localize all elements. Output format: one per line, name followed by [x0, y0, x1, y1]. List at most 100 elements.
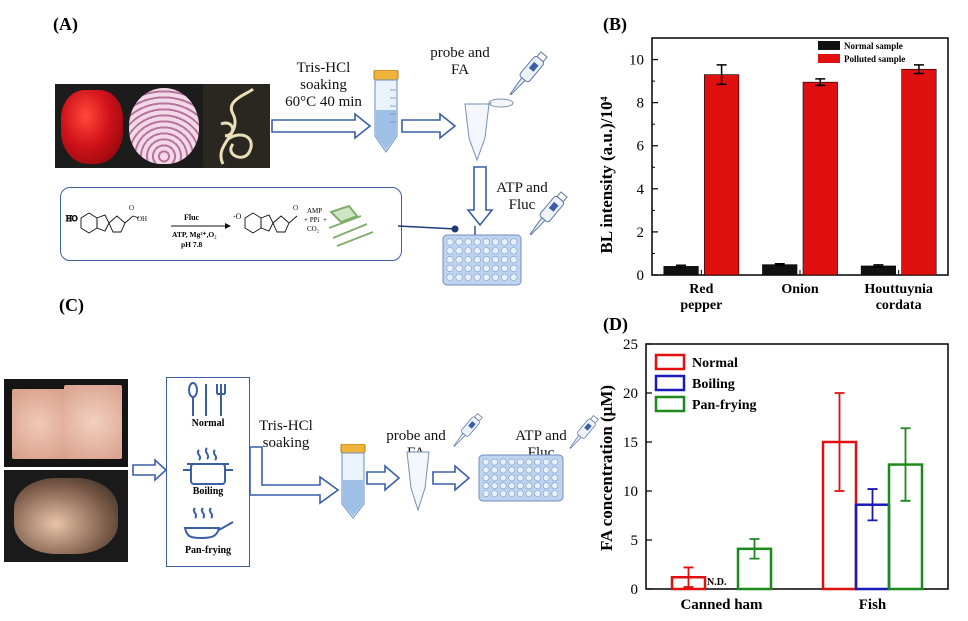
chart-b-x-tick-label: Houttuynia [864, 282, 932, 297]
well-plate-icon-c [478, 454, 564, 502]
well [455, 273, 463, 281]
well [499, 466, 507, 474]
well [473, 273, 481, 281]
well [542, 474, 550, 482]
method-pan-frying: Pan-frying [184, 545, 232, 556]
chart-b-bar [704, 74, 740, 276]
well [510, 273, 518, 281]
chart-b-legend-swatch [818, 41, 840, 50]
chart-b-error-bar [873, 264, 884, 268]
chart-d-y-tick-label: 0 [631, 582, 639, 598]
well [508, 482, 516, 490]
chart-d-annotation: N.D. [707, 577, 727, 588]
pipette-icon-a1 [509, 51, 548, 96]
svg-text:O: O [129, 204, 134, 212]
chart-b-bl-intensity: BL intensity (a.u.)/10⁴ 0246810Redpepper… [598, 37, 949, 313]
well [446, 238, 454, 246]
chart-b-error-bar [815, 78, 826, 87]
well [508, 490, 516, 497]
well [508, 466, 516, 474]
chart-b-bar [802, 81, 838, 276]
svg-text:O: O [293, 204, 298, 212]
well [464, 264, 472, 273]
well [455, 247, 463, 255]
cooking-methods-box: Normal Boiling Pan-frying [166, 377, 250, 567]
chart-d-frame [645, 343, 949, 590]
chart-d-y-tick-label: 25 [623, 337, 638, 353]
light-emission-icon [328, 204, 374, 247]
chart-d-y-tick-label: 10 [623, 484, 638, 500]
well [508, 474, 516, 482]
panel-label-d: (D) [603, 314, 628, 334]
onion-photo [129, 88, 199, 164]
well [473, 238, 481, 246]
canned-ham-photo [4, 379, 128, 467]
well [534, 482, 541, 490]
well [551, 490, 559, 497]
well [464, 238, 472, 246]
well [482, 264, 491, 273]
flow-arrows-c [132, 446, 471, 505]
pipette-icon-a2 [529, 191, 568, 236]
chart-b-x-tick-label: pepper [680, 298, 722, 313]
well [551, 482, 559, 490]
well [473, 247, 481, 255]
well [446, 247, 454, 255]
pipette-icon-c2 [569, 414, 599, 449]
well [500, 238, 509, 246]
well [499, 482, 507, 490]
well [482, 474, 490, 482]
well [473, 264, 481, 273]
chart-d-y-tick-label: 5 [631, 533, 639, 549]
well [482, 247, 491, 255]
well [491, 474, 498, 482]
flow-arrows-a [271, 112, 494, 240]
well [551, 474, 559, 482]
well [534, 490, 541, 497]
well [500, 273, 509, 281]
well [499, 490, 507, 497]
chart-b-x-tick-label: cordata [876, 298, 922, 313]
well [508, 458, 516, 466]
oxyluciferin-structure: -O O [233, 204, 298, 234]
well [482, 466, 490, 474]
chart-b-error-bar [716, 64, 727, 86]
panel-label-c: (C) [59, 295, 84, 315]
chart-b-y-tick-label: 2 [637, 225, 645, 241]
chart-d-legend-swatch [654, 395, 686, 413]
product-ppi: + PPi [304, 216, 319, 224]
utensils-icon [188, 382, 226, 416]
chart-d-x-tick-label: Fish [859, 597, 887, 613]
chart-d-error-bar [867, 488, 878, 522]
reaction-scheme-box: HO O OH Fluc ATP, Mg²⁺,O₂ pH 7.8 -O O AM… [60, 187, 402, 261]
well [455, 238, 463, 246]
method-boiling: Boiling [192, 486, 224, 497]
well [464, 273, 472, 281]
chart-b-y-axis-label: BL intensity (a.u.)/10⁴ [598, 96, 616, 253]
well [534, 458, 541, 466]
well [482, 256, 491, 264]
well [517, 474, 524, 482]
chart-b-error-bar [774, 263, 785, 267]
well [500, 256, 509, 264]
well [517, 482, 524, 490]
well [534, 474, 541, 482]
well [542, 482, 550, 490]
luciferin-structure: HO O OH [66, 204, 147, 234]
eppendorf-tube-icon-a [464, 98, 514, 162]
well [542, 490, 550, 497]
well [482, 482, 490, 490]
product-amp: AMP [307, 207, 322, 215]
well [525, 458, 533, 466]
well [517, 458, 524, 466]
well [517, 490, 524, 497]
reaction-conditions-2: pH 7.8 [181, 240, 203, 249]
well [500, 264, 509, 273]
chart-b-legend-swatch [818, 54, 840, 63]
chart-d-error-bar [834, 392, 845, 492]
connector-line [398, 225, 459, 233]
